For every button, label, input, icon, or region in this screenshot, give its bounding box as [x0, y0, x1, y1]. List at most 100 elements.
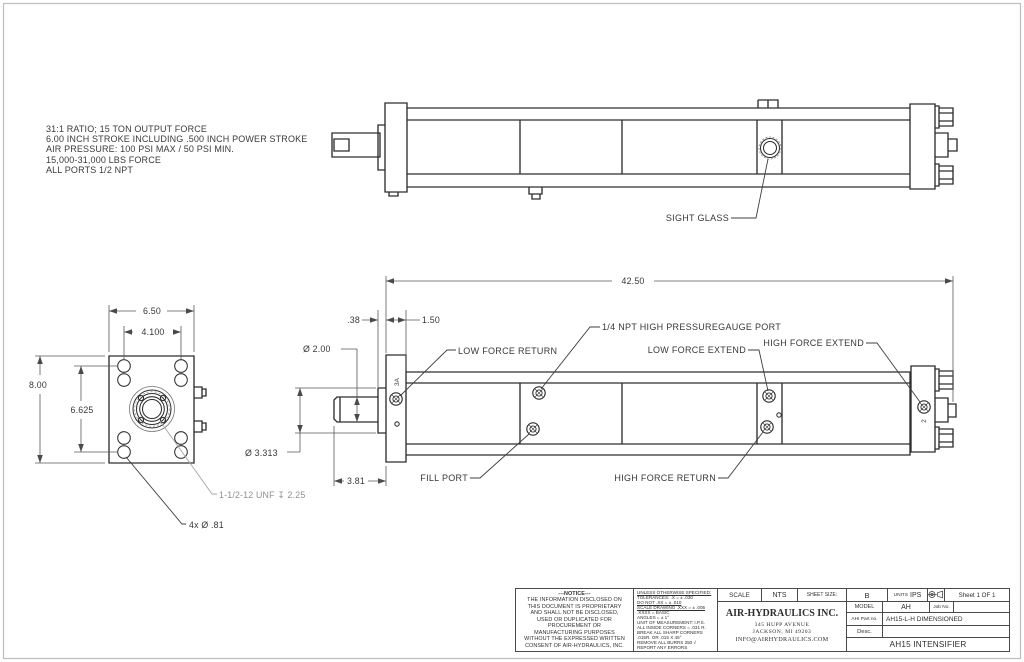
tolerance-line: .015R. OR .015 X 45° — [637, 635, 682, 641]
thread-callout: 1-1/2-12 UNF ↧ 2.25 — [219, 490, 305, 500]
thread-callout-leader — [159, 420, 217, 495]
gauge-port-leader — [540, 326, 600, 390]
description-value: AH15 INTENSIFIER — [889, 640, 967, 649]
notice-line: MANUFACTURING PURPOSES — [534, 629, 615, 636]
gauge-port — [532, 386, 546, 400]
tolerance-line: REPORT ANY ERRORS — [637, 645, 688, 651]
dim-rod-diameter: Ø 2.00 — [303, 344, 331, 354]
tolerance-line: UNIT OF MEASUREMENT: I.P.S. — [637, 620, 705, 625]
spec-line: 6.00 INCH STROKE INCLUDING .500 INCH POW… — [46, 134, 308, 145]
notice-line: PROCUREMENT OR — [547, 623, 602, 630]
fill-port-label: FILL PORT — [420, 473, 468, 483]
spec-line: ALL PORTS 1/2 NPT — [46, 164, 134, 175]
notice-line: THIS DOCUMENT IS PROPRIETARY — [527, 603, 622, 610]
company-info: AIR-HYDRAULICS INC. 345 HUPP AVENUE JACK… — [718, 602, 847, 651]
tube-vent-dot — [776, 412, 782, 418]
fill-port-leader — [470, 433, 530, 479]
front-view: 6.50 4.100 8.00 6.625 1-1/2-12 UNF ↧ 2.2… — [29, 305, 305, 530]
description-blank — [883, 626, 1009, 638]
tolerance-line: SCALE DRAWING .XXX = ± .005 — [637, 604, 706, 610]
high-force-return-port — [760, 420, 774, 434]
spec-notes: 31:1 RATIO; 15 TON OUTPUT FORCE 6.00 INC… — [46, 124, 307, 175]
company-address: 345 HUPP AVENUE — [754, 621, 810, 628]
tolerance-line: ANGLES = ± 1° — [637, 614, 670, 620]
sheet-size-value: B — [847, 589, 888, 602]
title-block: ---NOTICE--- THE INFORMATION DISCLOSED O… — [515, 588, 1010, 652]
units-label: UNITS — [893, 592, 909, 598]
company-email: INFO@AIRHYDRAULICS.COM — [735, 636, 829, 644]
third-angle-projection-icon — [928, 590, 943, 599]
tolerance-line: DO NOT .XX = ± .010 — [637, 599, 682, 605]
low-force-return-leader — [399, 349, 456, 397]
notice-line: USED OR DUPLICATED FOR — [537, 616, 612, 623]
tolerance-block: UNLESS OTHERWISE SPECIFIED: TOLERANCES: … — [634, 589, 718, 651]
projection-symbol-cell — [928, 589, 945, 602]
sight-glass-label: SIGHT GLASS — [666, 213, 729, 223]
sight-glass-thread-ring — [758, 136, 782, 160]
notice-line: CONSENT OF AIR-HYDRAULICS, INC. — [525, 642, 624, 649]
scale-value: NTS — [762, 589, 798, 602]
tolerance-line: REMOVE ALL BURRS 250 √ — [637, 640, 697, 646]
notice-line: ---NOTICE--- — [558, 590, 591, 597]
tolerance-line: .XXXX = BASIC — [637, 609, 670, 615]
spec-line: 31:1 RATIO; 15 TON OUTPUT FORCE — [46, 124, 208, 134]
side-view-outline — [333, 354, 957, 463]
dim-plate-width: 6.50 — [143, 306, 161, 316]
spec-line: AIR PRESSURE: 100 PSI MAX / 50 PSI MIN. — [46, 144, 234, 155]
notice-line: AND SHALL NOT BE DISCLOSED, — [530, 610, 619, 617]
side-view-dimension-lines — [287, 276, 954, 486]
company-city: JACKSON, MI 49203 — [752, 628, 812, 635]
units-cell: UNITS IPS — [888, 589, 928, 602]
job-number-label: Job No. — [930, 602, 954, 613]
low-force-extend-leader — [748, 349, 769, 392]
top-view-outline — [331, 99, 958, 200]
model-label: MODEL — [847, 602, 883, 613]
low-force-extend-port — [762, 389, 776, 403]
dim-plate-thickness: .38 — [347, 315, 360, 325]
dim-overall-length: 42.50 — [621, 276, 644, 286]
port-marker-2: 2 — [921, 419, 928, 423]
part-number-label: AHI Part no. — [847, 613, 883, 626]
model-value: AH — [883, 602, 930, 613]
notice-line: THE INFORMATION DISCLOSED ON — [527, 597, 622, 604]
part-number-value: AH15-L-H DIMENSIONED — [883, 613, 1009, 626]
high-force-extend-leader — [866, 342, 921, 403]
dim-hole-spacing-x: 4.100 — [141, 327, 164, 337]
holes-callout-leader — [125, 456, 186, 525]
sheet-number: Sheet 1 OF 1 — [945, 589, 1009, 602]
dim-rod-extension: 3.81 — [347, 476, 365, 486]
center-boss — [129, 386, 175, 432]
mounting-holes — [117, 359, 188, 459]
tolerance-line: UNLESS OTHERWISE SPECIFIED: — [637, 589, 712, 595]
job-number-value — [954, 602, 1009, 613]
tolerance-line: BREAK ALL SHARP CORNERS — [637, 630, 703, 636]
notice-line: WITHOUT THE EXPRESSED WRITTEN — [524, 636, 625, 643]
port-marker-3a: 3A — [394, 377, 401, 386]
sight-glass — [758, 136, 782, 160]
low-force-extend-label: LOW FORCE EXTEND — [648, 345, 747, 355]
side-view: 3A 2 42.50 .38 1.50 Ø 2.00 Ø 3.313 3.81 … — [245, 276, 957, 486]
high-force-extend-label: HIGH FORCE EXTEND — [763, 338, 864, 348]
tolerance-line: ALL INSIDE CORNERS = .031 R. — [637, 625, 706, 631]
holes-callout: 4x Ø .81 — [189, 520, 224, 530]
company-name: AIR-HYDRAULICS INC. — [725, 608, 839, 620]
dim-hole-spacing-y: 6.625 — [70, 405, 93, 415]
spec-line: 15,000-31,000 LBS FORCE — [46, 154, 162, 165]
low-force-return-port — [389, 392, 403, 406]
high-force-extend-port — [917, 400, 931, 414]
high-force-return-label: HIGH FORCE RETURN — [614, 473, 716, 483]
sight-glass-inner — [762, 140, 778, 156]
gauge-port-label: 1/4 NPT HIGH PRESSUREGAUGE PORT — [602, 322, 781, 332]
fill-port — [526, 422, 540, 436]
front-view-dimension-lines — [35, 305, 195, 464]
units-value: IPS — [910, 591, 922, 599]
description-label: Desc. — [847, 626, 883, 638]
dim-plate-height: 8.00 — [29, 380, 47, 390]
sight-glass-leader — [731, 158, 769, 219]
tolerance-line: TOLERANCES: .X = ± .030 — [637, 594, 693, 600]
sight-glass-outer — [759, 137, 781, 159]
scale-label: SCALE — [718, 589, 762, 602]
low-force-return-label: LOW FORCE RETURN — [458, 346, 557, 356]
